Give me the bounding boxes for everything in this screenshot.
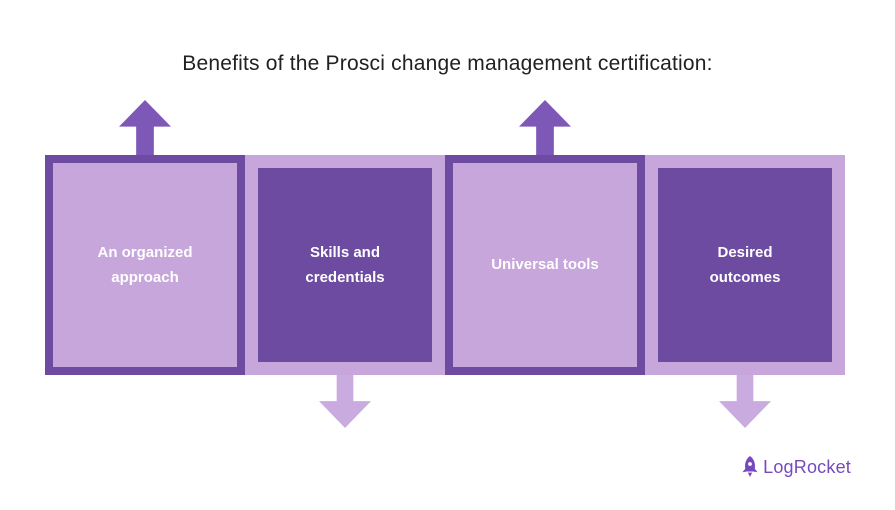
benefit-label: Universal tools bbox=[491, 256, 599, 274]
benefit-box-organized-approach: An organized approach bbox=[45, 155, 245, 375]
arrow-down-icon bbox=[319, 372, 371, 428]
benefit-box-desired-outcomes: Desired outcomes bbox=[645, 155, 845, 375]
benefits-row: An organized approach Skills and credent… bbox=[45, 155, 845, 375]
page-title: Benefits of the Prosci change management… bbox=[182, 52, 713, 75]
logrocket-wordmark: LogRocket bbox=[763, 456, 851, 477]
arrow-down-icon bbox=[719, 372, 771, 428]
benefit-label: An organized approach bbox=[97, 243, 193, 287]
arrow-up-icon bbox=[519, 100, 571, 158]
benefit-box-skills-credentials: Skills and credentials bbox=[245, 155, 445, 375]
benefit-label: Desired outcomes bbox=[709, 243, 781, 287]
rocket-icon bbox=[741, 456, 759, 478]
arrow-up-icon bbox=[119, 100, 171, 158]
logrocket-logo: LogRocket bbox=[741, 456, 851, 478]
benefit-box-universal-tools: Universal tools bbox=[445, 155, 645, 375]
benefit-label: Skills and credentials bbox=[305, 243, 385, 287]
